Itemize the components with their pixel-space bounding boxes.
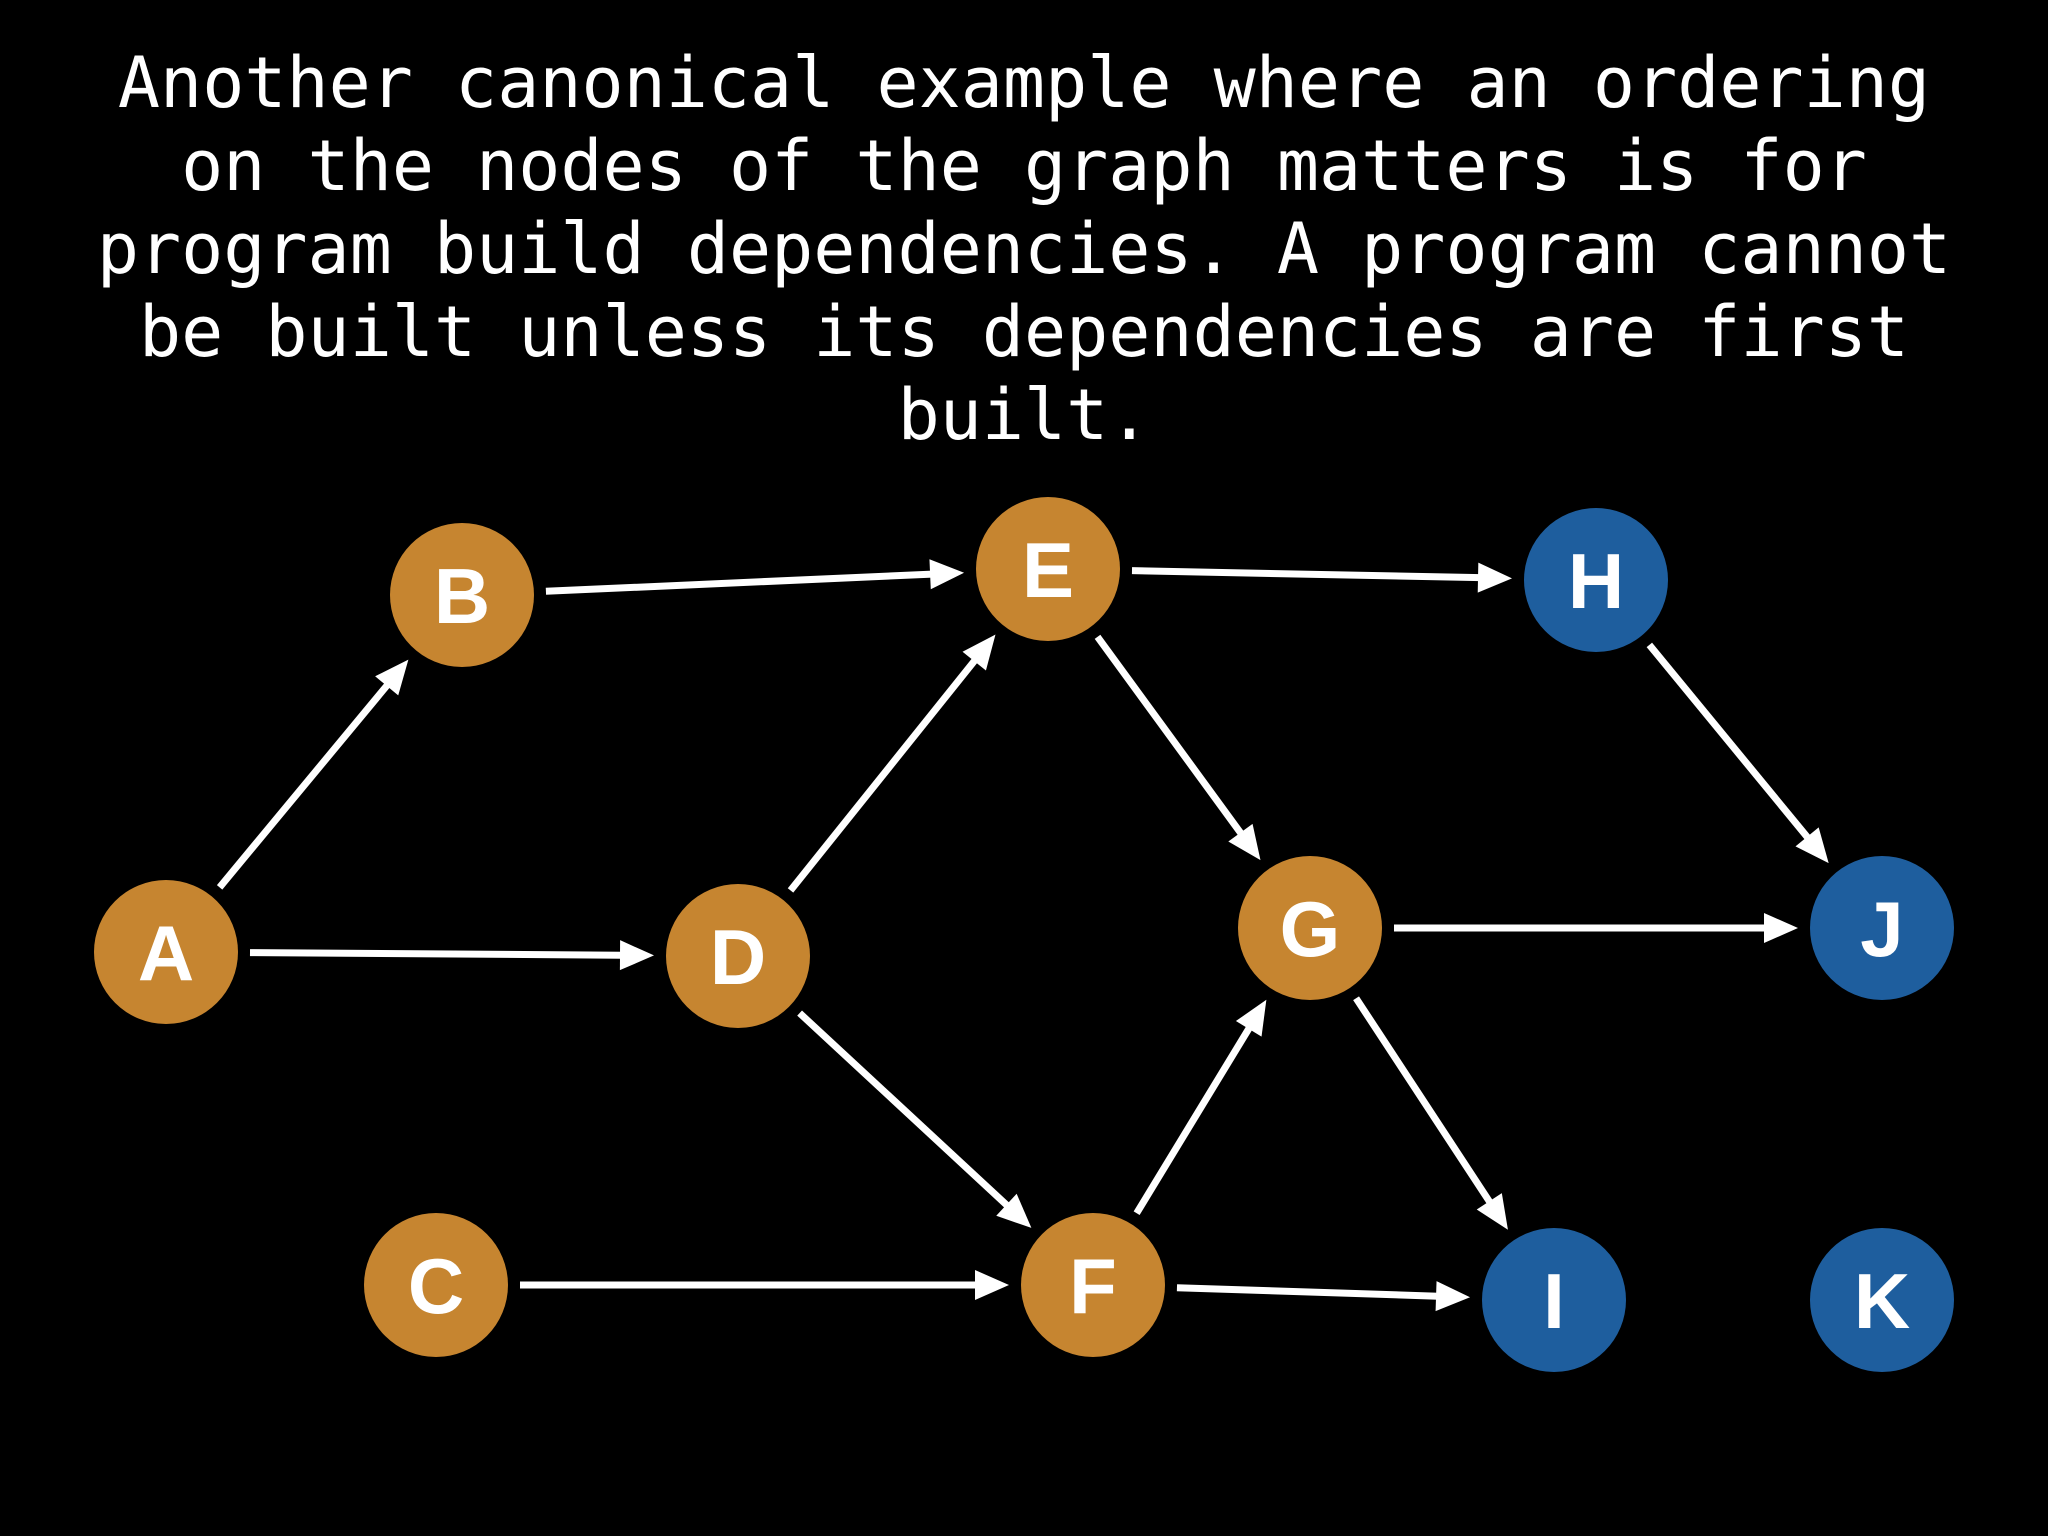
node-label: B — [434, 552, 490, 640]
edge-line — [787, 657, 979, 893]
arrowhead — [962, 634, 996, 671]
arrowhead — [1435, 1281, 1471, 1312]
arrowhead — [1476, 1193, 1508, 1230]
slide-caption: Another canonical example where an order… — [96, 42, 1952, 456]
edge-line — [1133, 1025, 1253, 1216]
node-label: C — [408, 1242, 464, 1330]
node-label: J — [1860, 885, 1903, 973]
edge-line — [1646, 642, 1812, 841]
edge-a-b — [216, 659, 409, 890]
edge-line — [545, 570, 933, 595]
edge-b-e — [545, 559, 965, 595]
edge-d-f — [797, 1010, 1032, 1228]
node-circle — [1810, 856, 1954, 1000]
arrowhead — [619, 940, 655, 971]
node-circle — [1021, 1213, 1165, 1357]
node-circle — [390, 523, 534, 667]
node-label: I — [1543, 1257, 1565, 1345]
node-circle — [1238, 856, 1382, 1000]
node-c: C — [364, 1213, 508, 1357]
arrowhead — [929, 559, 965, 590]
edge-a-d — [249, 940, 655, 971]
node-b: B — [390, 523, 534, 667]
arrowhead — [975, 1270, 1009, 1300]
edge-line — [1131, 567, 1481, 582]
arrowhead — [1235, 999, 1267, 1037]
edge-e-g — [1094, 634, 1261, 861]
node-label: D — [710, 913, 766, 1001]
node-k: K — [1810, 1228, 1954, 1372]
arrowhead — [1477, 562, 1513, 593]
node-circle — [94, 880, 238, 1024]
node-a: A — [94, 880, 238, 1024]
node-label: E — [1022, 526, 1074, 614]
edge-line — [1094, 634, 1245, 837]
arrowhead — [996, 1193, 1032, 1228]
node-circle — [364, 1213, 508, 1357]
node-h: H — [1524, 508, 1668, 652]
edge-f-g — [1133, 999, 1267, 1216]
arrowhead — [1764, 913, 1798, 943]
node-g: G — [1238, 856, 1382, 1000]
arrowhead — [1228, 823, 1261, 861]
node-label: A — [138, 909, 194, 997]
node-circle — [666, 884, 810, 1028]
node-circle — [1810, 1228, 1954, 1372]
edge-d-e — [787, 634, 996, 893]
node-label: G — [1280, 885, 1341, 973]
edges-layer — [216, 559, 1829, 1312]
edge-g-i — [1353, 996, 1508, 1230]
node-j: J — [1810, 856, 1954, 1000]
edge-e-h — [1131, 562, 1513, 593]
node-circle — [1482, 1228, 1626, 1372]
edge-line — [1353, 996, 1494, 1205]
node-f: F — [1021, 1213, 1165, 1357]
edge-line — [216, 682, 391, 890]
node-label: H — [1568, 537, 1624, 625]
node-label: F — [1069, 1242, 1117, 1330]
node-e: E — [976, 497, 1120, 641]
node-i: I — [1482, 1228, 1626, 1372]
node-label: K — [1854, 1257, 1910, 1345]
edge-h-j — [1646, 642, 1829, 864]
edge-g-j — [1394, 913, 1798, 943]
edge-f-i — [1176, 1281, 1471, 1312]
edge-line — [1176, 1284, 1439, 1300]
edge-c-f — [520, 1270, 1009, 1300]
edge-line — [249, 949, 623, 959]
arrowhead — [1795, 827, 1829, 864]
node-circle — [1524, 508, 1668, 652]
edge-line — [797, 1010, 1011, 1209]
node-circle — [976, 497, 1120, 641]
nodes-layer: A B C D E F G H I J K — [94, 497, 1954, 1372]
arrowhead — [375, 659, 409, 696]
node-d: D — [666, 884, 810, 1028]
